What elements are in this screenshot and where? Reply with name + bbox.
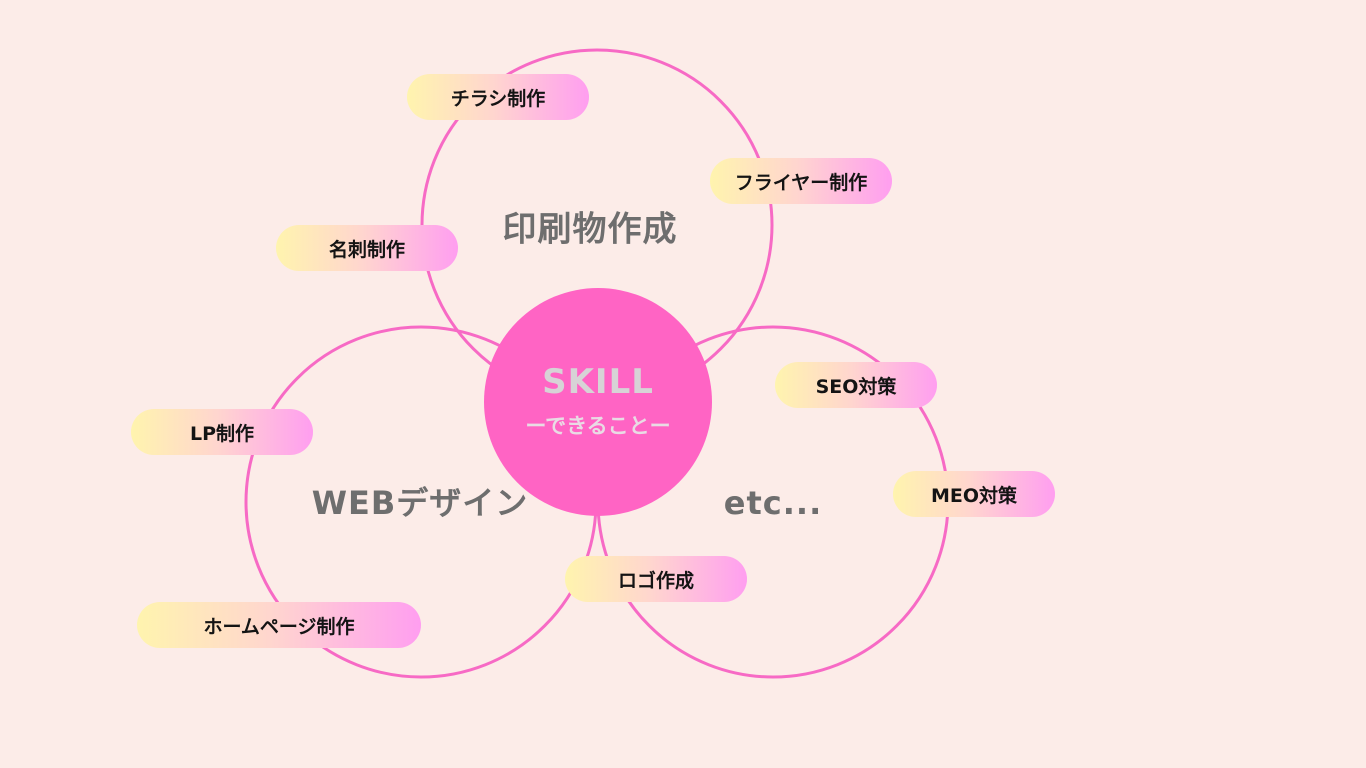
group-title-etc: etc... <box>723 484 823 522</box>
center-skill-circle: SKILL ーできることー <box>484 288 712 516</box>
group-title-web: WEBデザイン <box>311 484 529 522</box>
group-title-print: 印刷物作成 <box>502 209 678 250</box>
skill-tag-flyer: チラシ制作 <box>407 74 589 120</box>
skill-tag-lp: LP制作 <box>131 409 313 455</box>
skill-tag-seo: SEO対策 <box>775 362 937 408</box>
skill-tag-logo: ロゴ作成 <box>565 556 747 602</box>
skill-tag-homepage: ホームページ制作 <box>137 602 421 648</box>
center-title: SKILL <box>542 362 654 402</box>
skill-tag-meo: MEO対策 <box>893 471 1055 517</box>
skill-tag-flyer-design: フライヤー制作 <box>710 158 892 204</box>
skill-tag-business-card: 名刺制作 <box>276 225 458 271</box>
center-subtitle: ーできることー <box>525 414 671 438</box>
